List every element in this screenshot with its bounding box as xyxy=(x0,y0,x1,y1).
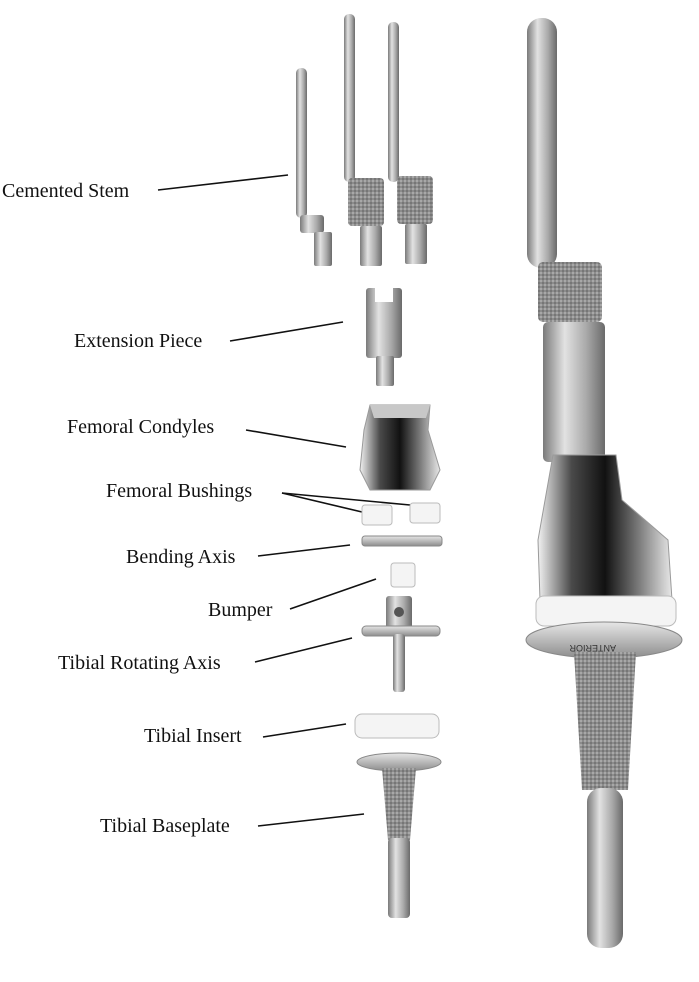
leader-cemented-stem xyxy=(157,174,289,191)
tibial-insert xyxy=(354,713,440,739)
label-bending-axis: Bending Axis xyxy=(126,546,236,568)
stem-with-porous-sleeve-1 xyxy=(344,14,384,266)
leader-extension-piece xyxy=(229,321,344,342)
leader-femoral-bushings-b xyxy=(281,492,411,506)
femoral-condyles xyxy=(359,404,441,491)
anterior-marking: ANTERIOR xyxy=(569,643,616,653)
extension-piece xyxy=(366,282,402,386)
label-femoral-bushings: Femoral Bushings xyxy=(106,480,253,502)
tibial-baseplate xyxy=(356,752,442,918)
label-tibial-rotating-axis: Tibial Rotating Axis xyxy=(58,652,221,674)
femoral-bushings xyxy=(361,502,441,526)
label-tibial-baseplate: Tibial Baseplate xyxy=(100,815,230,837)
leader-lines xyxy=(157,174,411,827)
label-extension-piece: Extension Piece xyxy=(74,330,203,352)
label-tibial-insert: Tibial Insert xyxy=(144,725,242,747)
leader-femoral-bushings-a xyxy=(281,492,363,513)
stem-with-porous-sleeve-2 xyxy=(388,22,433,264)
leader-bumper xyxy=(289,578,377,610)
label-bumper: Bumper xyxy=(208,599,273,621)
label-cemented-stem: Cemented Stem xyxy=(2,180,130,202)
leader-tibial-insert xyxy=(262,723,347,738)
label-femoral-condyles: Femoral Condyles xyxy=(67,416,215,438)
tibial-rotating-axis xyxy=(361,596,441,692)
cemented-stem-short xyxy=(296,68,332,266)
assembled-prosthesis xyxy=(525,18,683,948)
leader-femoral-condyles xyxy=(245,429,347,448)
leader-tibial-baseplate xyxy=(257,813,365,827)
bumper xyxy=(390,562,416,588)
leader-bending-axis xyxy=(257,544,351,557)
bending-axis xyxy=(361,535,443,547)
leader-tibial-rotating-axis xyxy=(254,637,353,663)
